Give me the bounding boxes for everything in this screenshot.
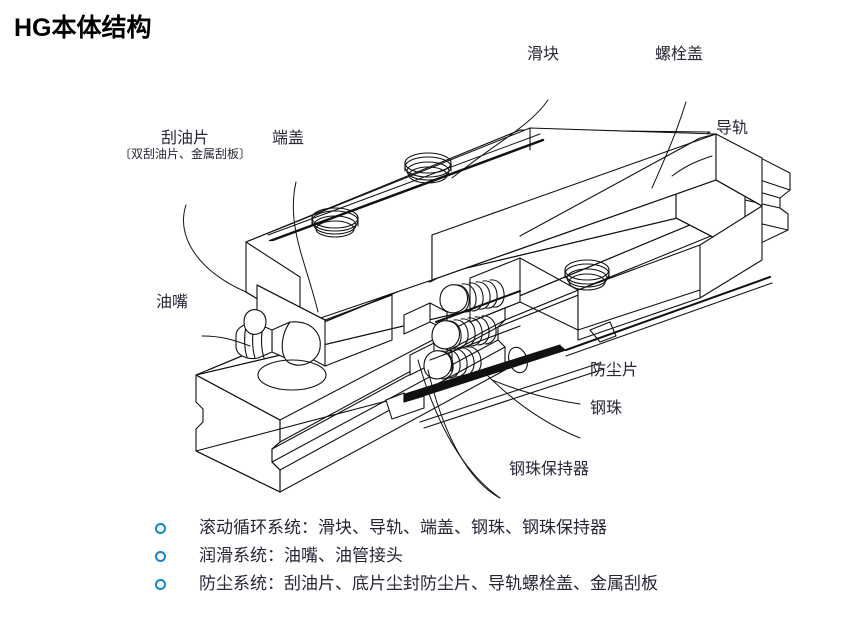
dust-seal-strip [385,276,773,429]
callout-rail: 导轨 [716,120,749,137]
leader-lines [183,99,713,499]
page-title: HG本体结构 [14,14,152,42]
callout-grease-nipple: 油嘴 [156,294,189,311]
legend-item-dustproof-system-text: 防尘系统：刮油片、底片尘封防尘片、导轨螺栓盖、金属刮板 [199,574,658,593]
bullet-icon [155,579,166,590]
guideway-diagram: 刮油片 〔双刮油片、金属刮板〕 端盖 滑块 螺栓盖 导轨 油嘴 防尘片 钢珠 钢… [0,30,859,500]
legend-item-lubrication-system-text: 润滑系统：油嘴、油管接头 [199,546,403,565]
callout-oil-scraper: 刮油片 〔双刮油片、金属刮板〕 [110,130,260,162]
mounting-holes [311,152,610,291]
legend-item-rolling-system-text: 滚动循环系统：滑块、导轨、端盖、钢珠、钢珠保持器 [199,518,607,537]
left-ball-group [243,309,267,335]
callout-carriage: 滑块 [527,46,560,63]
ball-chain-assembly [403,279,521,380]
legend-item-lubrication-system: 润滑系统：油嘴、油管接头 [155,545,855,570]
callout-oil-scraper-sub: 〔双刮油片、金属刮板〕 [118,147,251,162]
carriage-block [245,127,763,374]
callout-oil-scraper-label: 刮油片 [160,130,209,147]
bullet-icon [155,551,166,562]
callout-steel-ball: 钢珠 [590,400,623,417]
callout-dust-seal: 防尘片 [590,362,639,379]
legend-item-dustproof-system: 防尘系统：刮油片、底片尘封防尘片、导轨螺栓盖、金属刮板 [155,573,855,598]
system-legend: 滚动循环系统：滑块、导轨、端盖、钢珠、钢珠保持器 润滑系统：油嘴、油管接头 防尘… [155,517,855,601]
callout-bolt-cover: 螺栓盖 [655,46,704,63]
bullet-icon [155,523,166,534]
callout-ball-retainer: 钢珠保持器 [509,461,590,478]
guideway-drawing-svg [183,99,791,499]
legend-item-rolling-system: 滚动循环系统：滑块、导轨、端盖、钢珠、钢珠保持器 [155,517,855,542]
callout-end-cap: 端盖 [272,130,305,147]
carriage-rear-details [519,127,717,237]
